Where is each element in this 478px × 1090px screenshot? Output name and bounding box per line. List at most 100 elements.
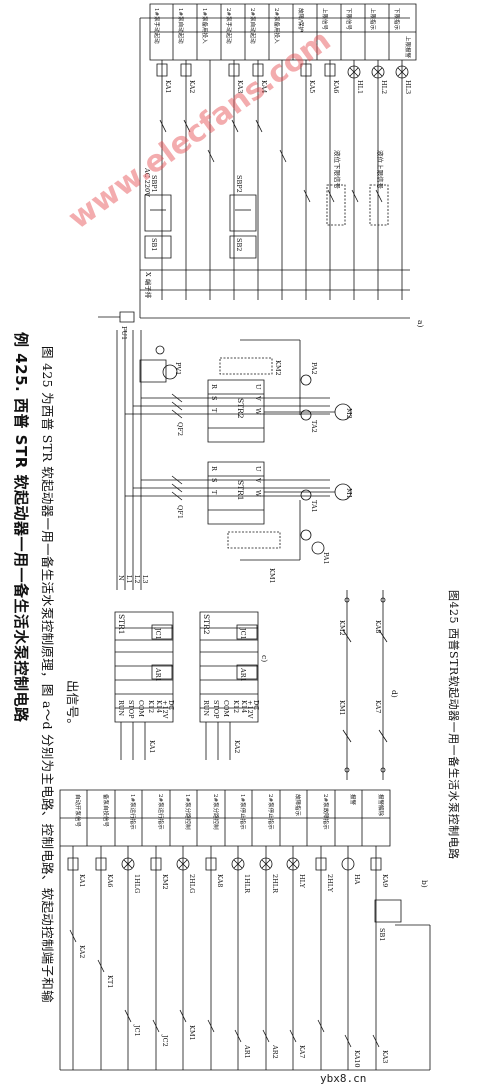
fn-a-4: 2#泵自动起动 [249,8,257,44]
diagram-labels: 1#泵手动起动 1#泵自动起动 1#泵备用投入 2#泵手动起动 2#泵自动起动 … [74,8,429,1068]
fn-b-10: 报警 [349,794,357,806]
str1-t-dc: DC [167,700,175,710]
str1-jc1: JC1 [154,627,162,640]
fn-b-1: 备泵自投信号 [102,794,110,828]
float-low: 液位下限信号 [333,150,342,190]
km1-label: KM1 [268,568,276,584]
lamp-hl1: HL1 [356,80,364,94]
bus-l3: L3 [141,575,149,583]
fn-b-9: 2#泵故障指示 [322,794,330,830]
fn-b-7: 2#泵停止指示 [267,794,275,830]
str1-ka1: KA1 [148,740,156,753]
fn-b-6: 1#泵停止指示 [239,794,247,830]
str2-out-u: U [254,384,262,390]
pa1-label: PA1 [322,552,330,565]
qf1-label: QF1 [176,505,184,519]
b-ka2: KA2 [78,945,86,958]
b-jc2: JC2 [161,1034,169,1047]
b-2hlg: 2HLG [188,874,196,893]
str2-t-stop: STOP [212,700,220,719]
str2-t-k12: K12 [232,700,240,713]
b-2hly: 2HLY [326,874,334,893]
relay-ka4: KA4 [260,80,268,93]
km2-label: KM2 [274,360,282,376]
str2-box [208,380,264,442]
site-mark: ybx8.cn [320,1072,367,1085]
str1-terminal-title: STR1 [117,614,126,635]
str2-terminal-title: STR2 [202,614,211,635]
m1-label: M1 [345,488,353,499]
fn-a-0: 1#泵手动起动 [153,8,161,44]
fn-b-0: 自动开泵信号 [74,794,82,828]
str2-t-k14: K14 [240,700,248,713]
page-title: 例 425. 西普 STR 软起动器一用一备生活水泵控制电路 [12,332,30,723]
str1-label: STR1 [236,480,245,501]
pb-sb1: SB1 [150,238,158,251]
fn-a-2: 1#泵备用投入 [201,8,209,44]
str1-in-s: S [210,478,218,482]
fn-a-10: 下限指示 [393,8,401,31]
b-ka9: KA9 [381,874,389,887]
str1-t-run: RUN [117,700,125,716]
b-kt1: KT1 [106,975,114,988]
relay-ka2: KA2 [188,80,196,93]
str1-t-com: COM [137,700,145,717]
b-ka1: KA1 [78,874,86,887]
str1-out-w: W [254,490,262,497]
b-ka8: KA8 [216,874,224,887]
str2-in-t: T [210,408,218,413]
fn-b-8: 故障指示 [294,794,302,817]
str2-out-v: V [254,395,262,401]
b-km1: KM1 [188,1025,196,1041]
b-ka10: KA10 [353,1050,361,1068]
fn-b-11: 报警解除 [377,794,385,817]
b-ha: HA [353,874,361,885]
description-line-1: 图 425 为西普 STR 软起动器一用一备生活水泵控制原理，图 a～d 分别为… [40,346,55,1003]
qf2-label: QF2 [176,422,184,436]
str2-out-w: W [254,408,262,415]
relay-ka5: KA5 [308,80,316,93]
bus-n: N [117,575,125,581]
out-ka8: KA8 [374,620,382,633]
str2-t-run: RUN [202,700,210,716]
str1-out-u: U [254,466,262,472]
b-ka7: KA7 [298,1045,306,1058]
str1-in-r: R [210,466,218,472]
float-high: 液位上限信号 [376,150,385,190]
fn-a-6: 故障/保护 [297,8,305,32]
pb-sbp1: SBP1 [150,175,158,193]
b-ka6: KA6 [106,874,114,887]
str1-t-k14: K14 [155,700,163,713]
supply-label: AC 220V [143,167,151,197]
pv1-label: PV1 [174,362,182,375]
fn-a-11: 上限报警 [404,36,412,59]
fuse-label: FU1 [120,326,128,340]
str2-in-r: R [210,384,218,390]
b-km2: KM2 [161,874,169,890]
str2-ar1: AR1 [239,667,247,682]
terminal-row-label: X 端子排 [144,272,153,299]
b-ka3: KA3 [381,1050,389,1063]
b-2hlr: 2HLR [271,874,279,894]
panel-a-label: a) [416,320,425,327]
ta1-label: TA1 [310,500,318,513]
b-ar1: AR1 [243,1044,251,1059]
str1-t-12v: +12V [161,700,169,719]
panel-c-label: c) [260,655,269,662]
fn-b-2: 1#泵运行指示 [129,794,137,830]
wiring [60,4,430,1070]
fn-a-7: 上限信号 [321,8,329,31]
str2-ka2: KA2 [233,740,241,753]
out-ka7: KA7 [374,700,382,713]
b-sb1: SB1 [378,928,386,941]
str2-label: STR2 [236,398,245,419]
str1-box [208,462,264,524]
ta2-label: TA2 [310,420,318,433]
str2-t-dc: DC [252,700,260,710]
relay-ka3: KA3 [236,80,244,93]
str1-out-v: V [254,477,262,483]
pb-sb2: SB2 [235,238,243,251]
fn-b-5: 2#泵分路控制 [212,794,220,830]
pb-sbp2: SBP2 [235,175,243,193]
b-hly: HLY [298,874,306,889]
